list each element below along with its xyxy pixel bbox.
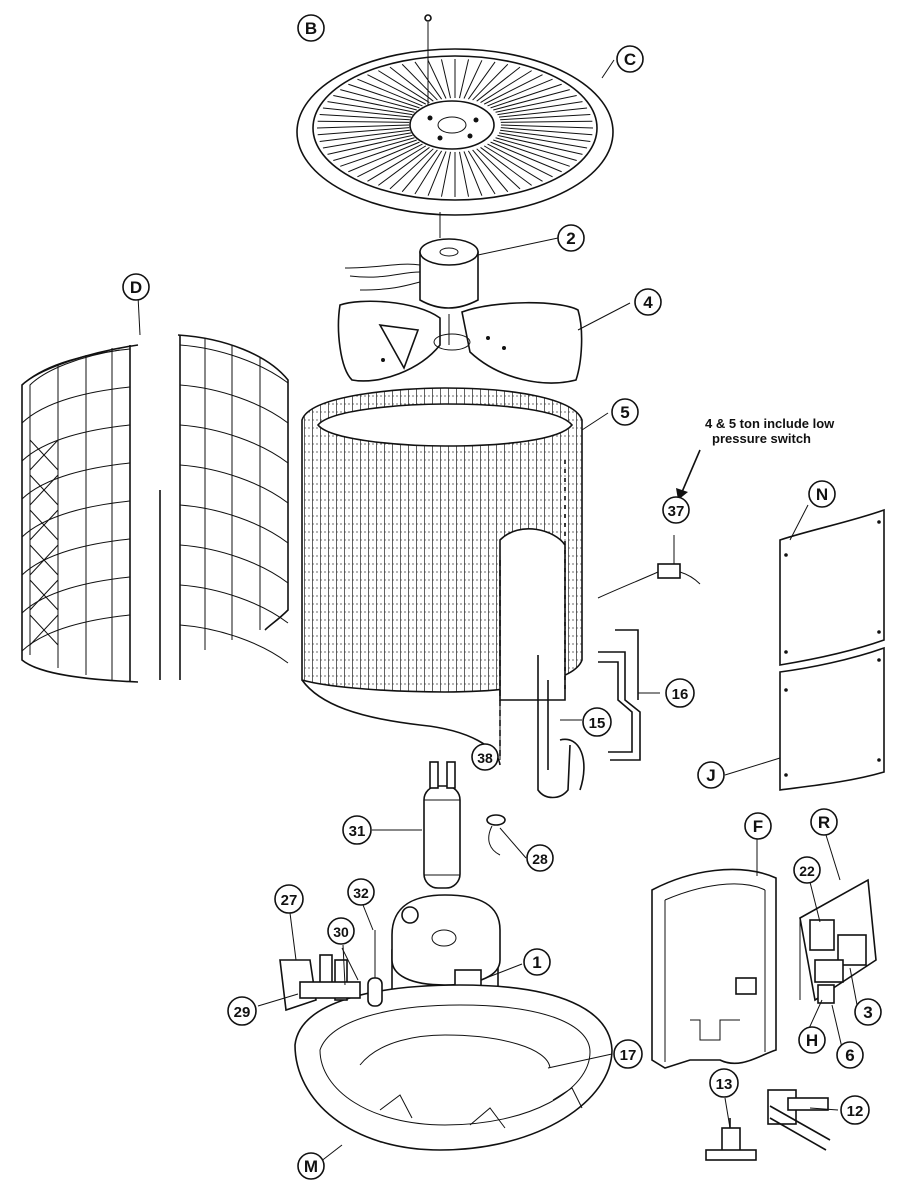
svg-text:3: 3	[863, 1003, 872, 1022]
svg-text:29: 29	[234, 1004, 251, 1021]
callout-2: 2	[557, 224, 585, 252]
fan-blade	[337, 300, 583, 384]
svg-text:J: J	[706, 766, 715, 785]
callout-28: 28	[526, 844, 554, 872]
fan-nut	[424, 14, 432, 105]
callout-M: M	[297, 1152, 325, 1180]
callout-R: R	[810, 808, 838, 836]
expansion-valve-13	[705, 1118, 757, 1161]
callout-3: 3	[854, 998, 882, 1026]
svg-text:4 & 5 ton include low: 4 & 5 ton include low	[705, 416, 835, 431]
svg-text:22: 22	[799, 863, 815, 879]
callout-4: 4	[634, 288, 662, 316]
coil-guard-right	[177, 334, 289, 680]
outdoor-coil	[301, 387, 583, 766]
svg-text:F: F	[753, 817, 763, 836]
low-pressure-note: 4 & 5 ton include low pressure switch	[705, 416, 835, 446]
svg-text:28: 28	[532, 851, 548, 867]
callout-J: J	[697, 761, 725, 789]
callout-30: 30	[327, 917, 355, 945]
control-panel	[799, 878, 877, 1004]
service-valves	[279, 930, 383, 1012]
callout-6: 6	[836, 1041, 864, 1069]
base-pan	[294, 984, 613, 1151]
callout-B: B	[297, 14, 325, 42]
callout-13: 13	[709, 1068, 739, 1098]
accumulator	[423, 761, 461, 889]
coil-guard-left	[21, 344, 161, 683]
low-pressure-switch	[597, 449, 701, 599]
svg-text:M: M	[304, 1157, 318, 1176]
thermostat-sensor	[486, 814, 506, 856]
svg-text:17: 17	[620, 1047, 637, 1064]
callout-38: 38	[471, 743, 499, 771]
svg-text:30: 30	[333, 924, 349, 940]
callout-H: H	[798, 1026, 826, 1054]
access-panel-lower	[779, 646, 885, 791]
callout-29: 29	[227, 996, 257, 1026]
svg-text:38: 38	[477, 750, 493, 766]
callout-37: 37	[662, 496, 690, 524]
svg-text:D: D	[130, 278, 142, 297]
svg-text:27: 27	[281, 892, 298, 909]
svg-text:4: 4	[643, 293, 653, 312]
callout-12: 12	[840, 1095, 870, 1125]
svg-text:1: 1	[532, 953, 541, 972]
leader-lines	[137, 59, 859, 1163]
svg-text:H: H	[806, 1031, 818, 1050]
callout-17: 17	[613, 1039, 643, 1069]
svg-text:6: 6	[845, 1046, 854, 1065]
liquid-tube	[537, 655, 585, 799]
svg-text:2: 2	[566, 229, 575, 248]
svg-text:13: 13	[716, 1076, 733, 1093]
svg-text:C: C	[624, 50, 636, 69]
expansion-valve-12	[767, 1089, 831, 1151]
svg-text:37: 37	[668, 503, 685, 520]
callout-C: C	[616, 45, 644, 73]
svg-text:5: 5	[620, 403, 629, 422]
svg-text:15: 15	[589, 715, 606, 732]
svg-text:12: 12	[847, 1103, 864, 1120]
callout-32: 32	[347, 878, 375, 906]
fan-guard-grille	[296, 48, 614, 216]
callout-16: 16	[665, 678, 695, 708]
svg-text:B: B	[305, 19, 317, 38]
callout-D: D	[122, 273, 150, 301]
svg-text:pressure switch: pressure switch	[712, 431, 811, 446]
callout-27: 27	[274, 884, 304, 914]
callout-1: 1	[523, 948, 551, 976]
suction-tube	[598, 629, 641, 761]
svg-text:16: 16	[672, 686, 689, 703]
access-panel-upper	[779, 508, 885, 666]
svg-text:31: 31	[349, 823, 366, 840]
svg-text:N: N	[816, 485, 828, 504]
callout-15: 15	[582, 707, 612, 737]
fan-motor	[344, 212, 479, 345]
callout-N: N	[808, 480, 836, 508]
callout-31: 31	[342, 815, 372, 845]
svg-text:R: R	[818, 813, 830, 832]
callout-5: 5	[611, 398, 639, 426]
svg-text:32: 32	[353, 885, 369, 901]
control-box	[651, 868, 777, 1069]
callout-F: F	[744, 812, 772, 840]
callout-22: 22	[793, 856, 821, 884]
